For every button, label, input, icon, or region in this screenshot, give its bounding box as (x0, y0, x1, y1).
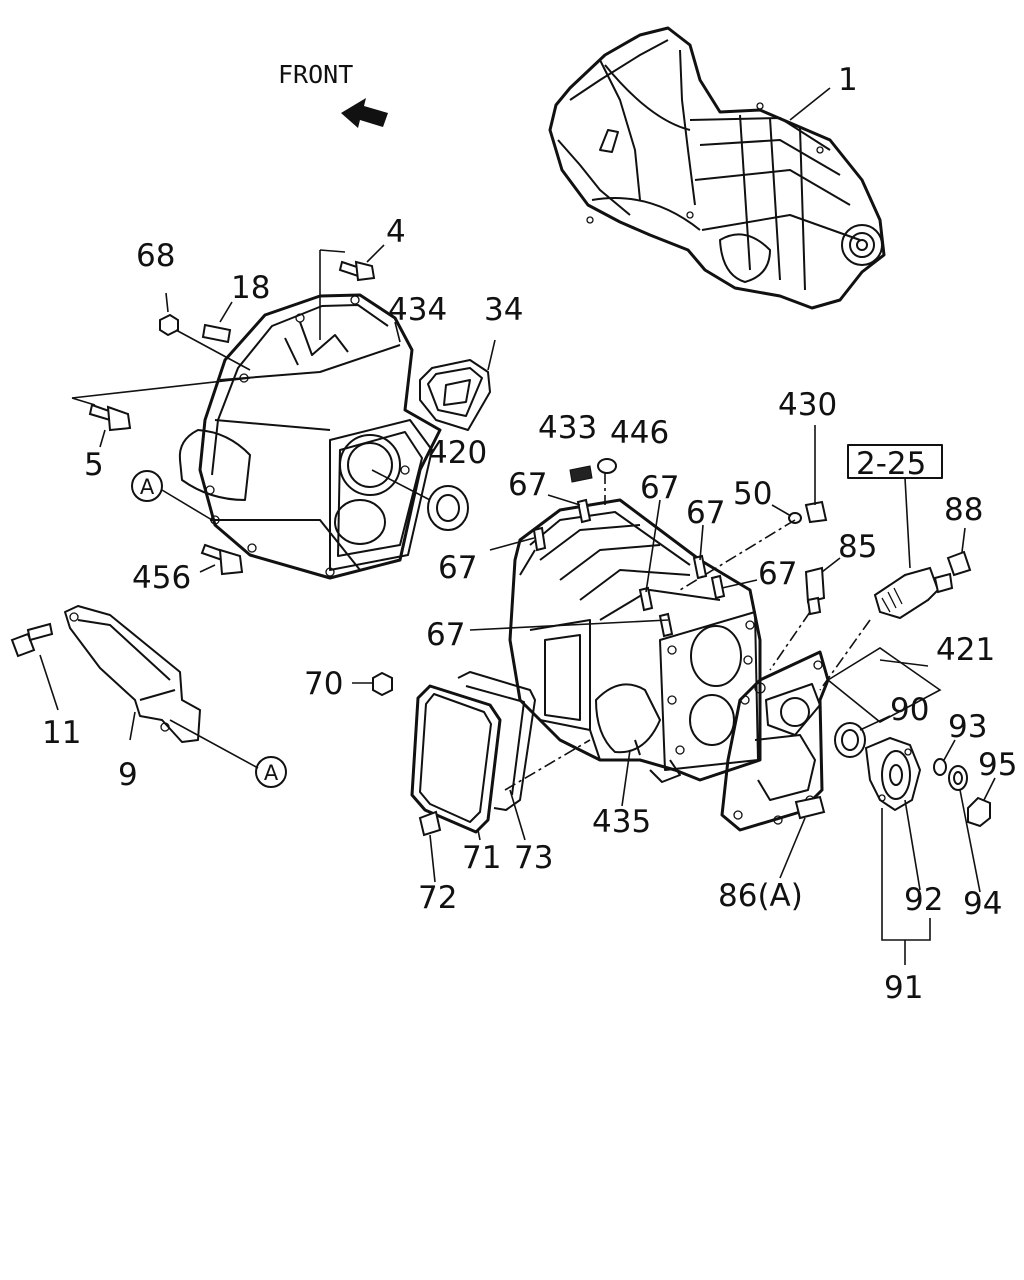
callout-93: 93 (948, 709, 987, 745)
callout-90: 90 (890, 692, 929, 728)
gasket-73-drawing (457, 671, 536, 811)
callout-94: 94 (963, 886, 1002, 922)
callout-67-c: 67 (686, 495, 725, 531)
callout-67-f: 67 (426, 617, 465, 653)
callout-68: 68 (136, 238, 175, 274)
plug-433-drawing (569, 465, 593, 483)
nut-68-drawing (159, 313, 179, 337)
callout-434: 434 (388, 292, 447, 328)
bolt-72-drawing (418, 810, 442, 837)
bolt-430-drawing (804, 500, 828, 524)
callout-95: 95 (978, 747, 1017, 783)
reference-circle-a-upper (131, 470, 163, 502)
callout-4: 4 (386, 214, 406, 250)
callout-86a: 86(A) (718, 878, 803, 914)
callout-456: 456 (132, 560, 191, 596)
callout-50: 50 (733, 476, 772, 512)
callout-435: 435 (592, 804, 651, 840)
callout-18: 18 (231, 270, 270, 306)
speed-sensor-drawing (873, 566, 954, 620)
front-label: FRONT (278, 60, 353, 89)
washer-94-drawing (948, 765, 968, 791)
callout-91: 91 (884, 970, 923, 1006)
bolt-88-drawing (946, 550, 972, 577)
ref-box-2-25 (847, 444, 943, 479)
callout-92: 92 (904, 882, 943, 918)
callout-85: 85 (838, 529, 877, 565)
callout-70: 70 (304, 666, 343, 702)
bolt-4-drawing (338, 260, 376, 282)
transmission-assembly-drawing (548, 26, 886, 310)
callout-67-a: 67 (508, 467, 547, 503)
callout-446: 446 (610, 415, 669, 451)
cap-446-drawing (597, 458, 617, 474)
callout-9: 9 (118, 757, 138, 793)
dust-cover-34-drawing (419, 359, 491, 431)
bolt-86a-drawing (794, 795, 826, 820)
oil-seal-90-drawing (834, 722, 866, 758)
bolt-11-drawing (10, 622, 54, 658)
washer-50-drawing (788, 512, 802, 524)
callout-67-d: 67 (438, 550, 477, 586)
callout-433: 433 (538, 410, 597, 446)
callout-71: 71 (462, 840, 501, 876)
callout-a-lower: A (264, 761, 279, 785)
callout-72: 72 (418, 880, 457, 916)
callout-2-25: 2-25 (856, 446, 926, 482)
callout-a-upper: A (140, 475, 155, 499)
callout-34: 34 (484, 292, 523, 328)
callout-67-e: 67 (758, 556, 797, 592)
bolt-5-drawing (88, 403, 132, 432)
callout-5: 5 (84, 447, 104, 483)
o-ring-93-drawing (933, 758, 947, 776)
clutch-housing-drawing (178, 293, 442, 580)
callout-88: 88 (944, 492, 983, 528)
callout-67-b: 67 (640, 470, 679, 506)
transmission-case-drawing (508, 498, 762, 783)
callout-430: 430 (778, 387, 837, 423)
oil-seal-420-drawing (427, 485, 469, 531)
side-cover-71-drawing (410, 684, 502, 834)
nut-95-drawing (967, 796, 991, 828)
callout-421: 421 (936, 632, 995, 668)
callout-11: 11 (42, 715, 81, 751)
front-arrow-icon (341, 98, 388, 128)
reference-circle-a-lower (255, 756, 287, 788)
clutch-cover-9-drawing (64, 605, 201, 743)
callout-1: 1 (838, 62, 858, 98)
switch-85-drawing (804, 566, 826, 616)
callout-420: 420 (428, 435, 487, 471)
bolt-456-drawing (200, 543, 244, 576)
flange-92-drawing (864, 736, 922, 812)
callout-73: 73 (514, 840, 553, 876)
stud-18-drawing (201, 323, 232, 344)
nut-70-drawing (372, 671, 393, 697)
